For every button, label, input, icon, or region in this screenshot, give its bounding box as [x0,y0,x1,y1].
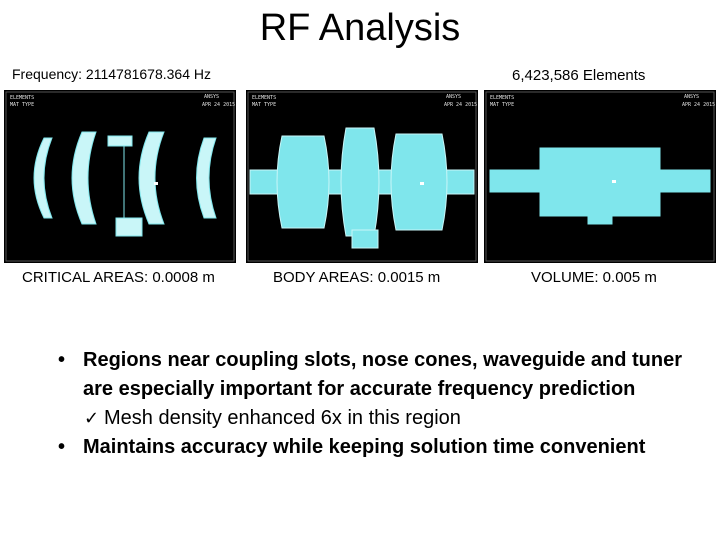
bullet-text: Regions near coupling slots, nose cones,… [83,349,683,400]
ansys-logo: ANSYS [204,94,219,100]
sub-bullet-text: Mesh density enhanced 6x in this region [104,407,461,429]
bullet-text: Maintains accuracy while keeping solutio… [83,436,646,458]
caption-body-areas: BODY AREAS: 0.0015 m [273,269,441,286]
mesh-view-volume: ELEMENTS MAT TYPE ANSYS APR 24 2015 [484,90,716,263]
caption-critical-areas: CRITICAL AREAS: 0.0008 m [22,269,215,286]
checkmark-icon: ✓ [84,408,100,428]
svg-text:MAT TYPE: MAT TYPE [490,102,514,108]
svg-text:ELEMENTS: ELEMENTS [10,95,34,101]
bullet-dot-icon: • [58,349,66,371]
mesh-view-body: ELEMENTS MAT TYPE ANSYS APR 24 2015 [246,90,478,263]
ansys-logo: ANSYS [684,94,699,100]
slide-title: RF Analysis [259,7,461,49]
mesh-view-critical: ELEMENTS MAT TYPE ANSYS APR 24 2015 [4,90,236,263]
svg-text:MAT TYPE: MAT TYPE [10,102,34,108]
bullet-dot-icon: • [58,436,66,458]
svg-text:MAT TYPE: MAT TYPE [252,102,276,108]
svg-text:APR 24 2015: APR 24 2015 [682,102,715,108]
sub-bullet-item: ✓ Mesh density enhanced 6x in this regio… [58,404,698,433]
bullet-item: • Maintains accuracy while keeping solut… [58,433,698,462]
ansys-logo: ANSYS [446,94,461,100]
bullet-list: • Regions near coupling slots, nose cone… [58,346,698,462]
svg-text:APR 24 2015: APR 24 2015 [444,102,477,108]
caption-volume: VOLUME: 0.005 m [531,269,657,286]
svg-text:ELEMENTS: ELEMENTS [490,95,514,101]
svg-text:APR 24 2015: APR 24 2015 [202,102,235,108]
frequency-label: Frequency: 2114781678.364 Hz [12,66,211,82]
bullet-item: • Regions near coupling slots, nose cone… [58,346,698,404]
svg-text:ELEMENTS: ELEMENTS [252,95,276,101]
element-count-label: 6,423,586 Elements [512,67,646,84]
